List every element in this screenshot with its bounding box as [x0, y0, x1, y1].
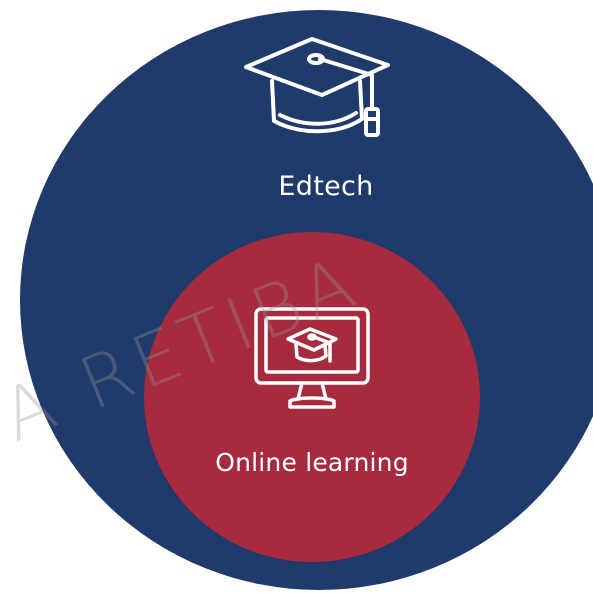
- inner-label: Online learning: [215, 448, 409, 477]
- outer-label: Edtech: [278, 171, 374, 202]
- monitor-graduation-cap-icon: [254, 307, 370, 409]
- graduation-cap-icon: [244, 37, 390, 137]
